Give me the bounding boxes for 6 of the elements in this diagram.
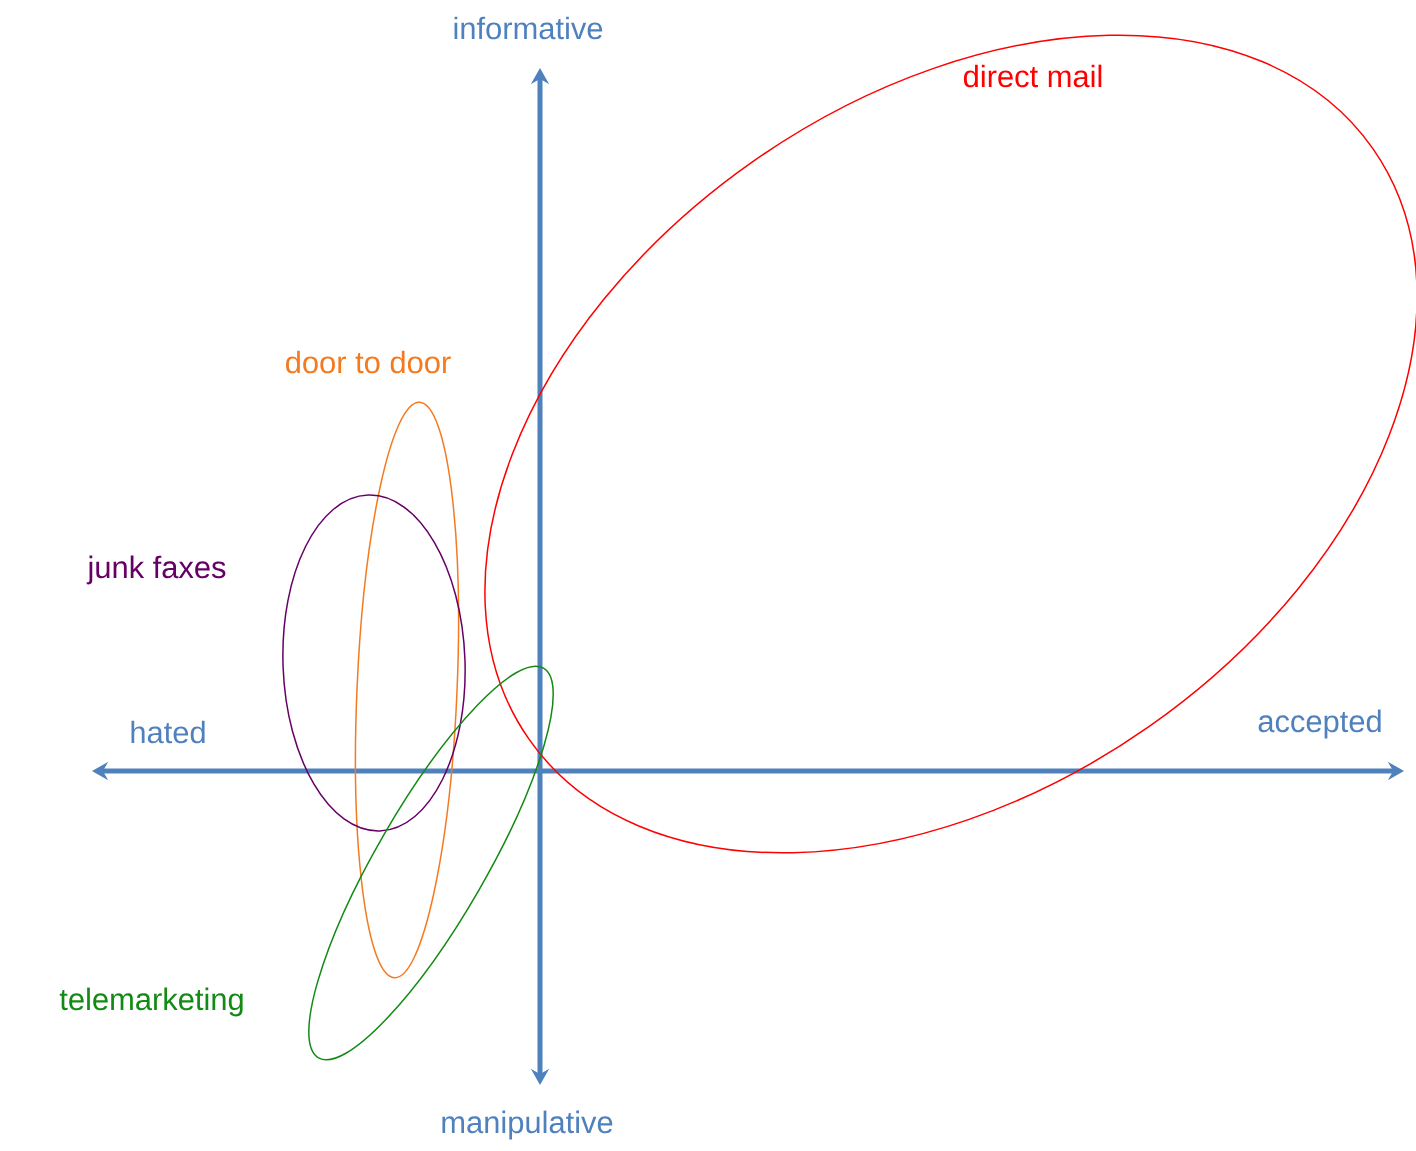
axis-label: manipulative bbox=[442, 1110, 613, 1140]
node-label: telemarketing bbox=[59, 987, 243, 1017]
node-label: door to door bbox=[286, 350, 451, 374]
node-label: junk faxes bbox=[86, 555, 226, 585]
axis-label: hated bbox=[131, 720, 205, 744]
axis-label: accepted bbox=[1258, 709, 1381, 739]
